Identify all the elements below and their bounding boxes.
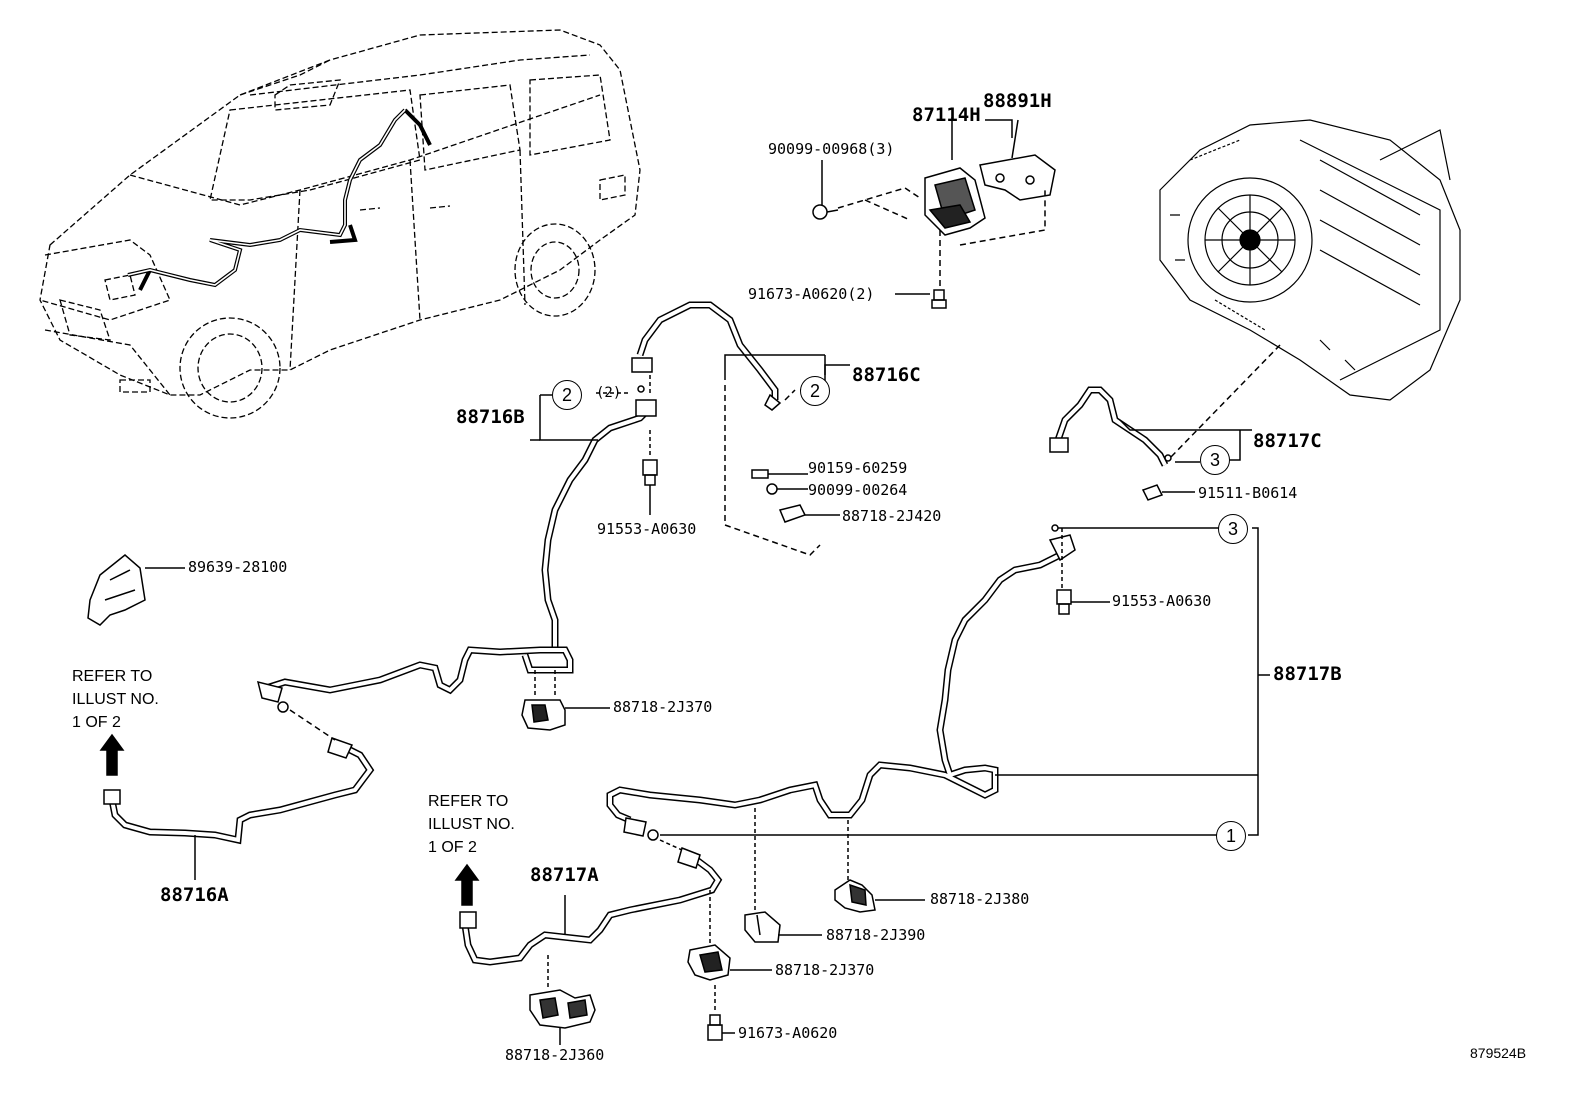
bracket-88891H bbox=[979, 119, 1056, 201]
clamp-88718-2J380 bbox=[834, 820, 925, 913]
label-90159-60259: 90159-60259 bbox=[808, 459, 908, 477]
clamp-88718-2J370-a bbox=[521, 670, 610, 731]
callout-3-top: 3 bbox=[1200, 445, 1230, 475]
label-88891H: 88891H bbox=[983, 90, 1052, 112]
bolt-91673-A0620 bbox=[707, 985, 735, 1041]
callout-3-bottom: 3 bbox=[1218, 514, 1248, 544]
refer-note-left: REFER TO ILLUST NO. 1 OF 2 bbox=[72, 668, 159, 731]
label-88717C: 88717C bbox=[1253, 430, 1322, 452]
ac-unit-illustration bbox=[1159, 119, 1461, 401]
illustration-code: 879524B bbox=[1470, 1045, 1527, 1061]
arrow-refer-2 bbox=[454, 863, 480, 906]
label-90099-00264: 90099-00264 bbox=[808, 481, 908, 499]
label-88718-2J390: 88718-2J390 bbox=[826, 926, 926, 944]
label-87114H: 87114H bbox=[912, 104, 981, 126]
pipe-88716A-upper bbox=[256, 646, 574, 713]
label-88718-2J420: 88718-2J420 bbox=[842, 507, 942, 525]
label-91673-A0620-2: 91673-A0620(2) bbox=[748, 285, 875, 303]
label-91553-A0630-a: 91553-A0630 bbox=[597, 520, 697, 538]
small-parts-90159-90099-88718-2J420 bbox=[751, 469, 840, 523]
pipe-88716A-lower bbox=[103, 737, 375, 845]
pipe-88716C bbox=[631, 301, 782, 411]
pipe-88717A bbox=[459, 847, 723, 966]
label-90099-00968: 90099-00968(3) bbox=[768, 140, 895, 158]
callout-1: 1 bbox=[1216, 821, 1246, 851]
pipe-88717B bbox=[606, 534, 1076, 841]
bracket-87114H bbox=[924, 167, 986, 236]
callout-2-right: 2 bbox=[800, 376, 830, 406]
vehicle-illustration bbox=[39, 29, 641, 419]
pipe-88716B bbox=[541, 399, 657, 650]
label-89639-28100: 89639-28100 bbox=[188, 558, 288, 576]
label-91553-A0630-b: 91553-A0630 bbox=[1112, 592, 1212, 610]
label-88717B: 88717B bbox=[1273, 663, 1342, 685]
label-88716A: 88716A bbox=[160, 884, 229, 906]
part-89639-28100 bbox=[87, 554, 185, 626]
pipe-88717C bbox=[1049, 386, 1172, 467]
label-88716B: 88716B bbox=[456, 406, 525, 428]
label-88717A: 88717A bbox=[530, 864, 599, 886]
clamp-88718-2J370-b bbox=[687, 890, 772, 981]
refer-note-bottom: REFER TO ILLUST NO. 1 OF 2 bbox=[428, 793, 515, 856]
label-88718-2J360: 88718-2J360 bbox=[505, 1046, 605, 1064]
bolt-91511-B0614 bbox=[1141, 484, 1195, 501]
label-88716B-qty: (2) bbox=[596, 385, 622, 401]
bolt-90099-00968 bbox=[812, 160, 839, 220]
clamp-88718-2J360 bbox=[529, 955, 596, 1045]
label-88718-2J370-b: 88718-2J370 bbox=[775, 961, 875, 979]
label-91511-B0614: 91511-B0614 bbox=[1198, 484, 1298, 502]
arrow-refer-1 bbox=[99, 733, 125, 776]
bolt-91673-A0620-top bbox=[895, 289, 947, 309]
label-88718-2J370-a: 88718-2J370 bbox=[613, 698, 713, 716]
callout-2-left: 2 bbox=[552, 380, 582, 410]
label-91673-A0620: 91673-A0620 bbox=[738, 1024, 838, 1042]
bolt-91553-A0630-a bbox=[642, 430, 658, 515]
bolt-91553-A0630-b bbox=[1056, 589, 1110, 615]
label-88716C: 88716C bbox=[852, 364, 921, 386]
label-88718-2J380: 88718-2J380 bbox=[930, 890, 1030, 908]
clamp-88718-2J390 bbox=[744, 808, 822, 943]
